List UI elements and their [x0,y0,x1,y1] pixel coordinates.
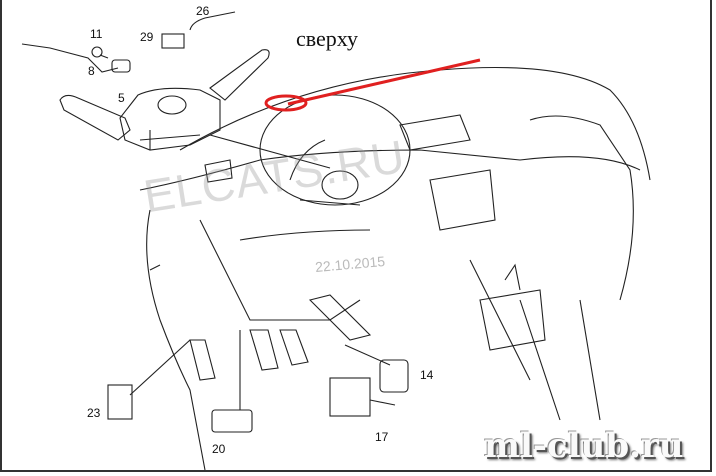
part-label-5: 5 [118,91,125,105]
red-highlight-mark [264,58,481,112]
part-23-shape [107,384,133,420]
part-17-shape [329,377,371,417]
part-14-shape [379,359,409,393]
part-29-and-26 [161,11,236,49]
part-8-and-11 [21,43,131,73]
part-label-26: 26 [196,4,210,18]
part-label-11: 11 [90,27,103,41]
switches-bottom [107,359,409,433]
part-label-29: 29 [140,30,154,44]
leader-lines [129,134,391,410]
part-label-8: 8 [88,64,95,78]
gear-selector [479,263,546,351]
part-label-17: 17 [375,430,389,444]
part-label-14: 14 [420,368,434,382]
part-label-23: 23 [87,406,101,420]
annotation-text: сверху [296,26,358,51]
part-20-shape [211,409,253,433]
site-logo: ml-club.ru [484,426,684,466]
combination-switch-part-5 [59,49,270,151]
dashboard-outline [139,67,651,471]
part-label-20: 20 [212,442,226,456]
